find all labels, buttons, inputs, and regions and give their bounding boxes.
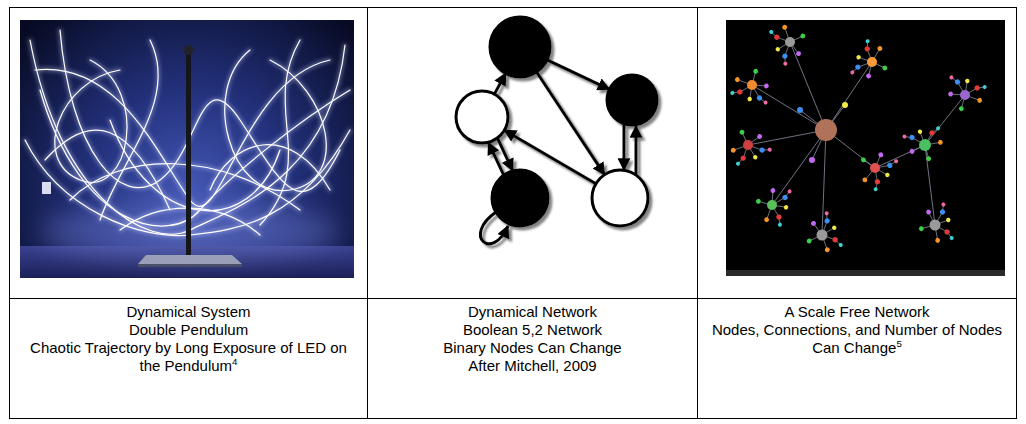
footnote-number: 4 bbox=[232, 356, 237, 367]
arrow bbox=[635, 126, 638, 175]
pendulum-pivot bbox=[184, 45, 194, 55]
leaf-cluster bbox=[897, 113, 949, 165]
pendulum-photo bbox=[20, 20, 354, 278]
table-border bbox=[9, 298, 1017, 299]
arrow bbox=[623, 125, 626, 170]
caption-text: Boolean 5,2 Network bbox=[463, 321, 602, 338]
arrow bbox=[547, 60, 609, 90]
table-border bbox=[697, 7, 698, 419]
caption-text: Binary Nodes Can Change bbox=[443, 339, 621, 356]
leaf-cluster bbox=[752, 181, 804, 233]
leaf-cluster bbox=[726, 65, 776, 117]
white-node bbox=[456, 91, 508, 143]
caption-line: Dynamical Network bbox=[376, 303, 689, 321]
table-border bbox=[367, 7, 368, 419]
caption-line: Binary Nodes Can Change bbox=[376, 339, 689, 357]
pendulum-base bbox=[138, 255, 242, 264]
arrow bbox=[537, 72, 605, 175]
leaf-cluster bbox=[915, 197, 967, 249]
footnote-number: 5 bbox=[896, 338, 901, 349]
boolean-network bbox=[456, 17, 657, 244]
caption-text: Dynamical System bbox=[126, 303, 250, 320]
image-ground bbox=[726, 20, 1005, 276]
caption-line: Dynamical System bbox=[18, 303, 359, 321]
caption-text: A Scale Free Network bbox=[784, 303, 929, 320]
leaf-cluster bbox=[760, 21, 808, 70]
table-border bbox=[9, 418, 1017, 419]
caption-cell: Dynamical NetworkBoolean 5,2 NetworkBina… bbox=[368, 299, 697, 418]
leaf-cluster bbox=[858, 150, 902, 193]
caption-line: Boolean 5,2 Network bbox=[376, 321, 689, 339]
caption-cell: A Scale Free NetworkNodes, Connections, … bbox=[698, 299, 1016, 418]
leaf-cluster bbox=[804, 208, 852, 257]
caption-cell: Dynamical SystemDouble PendulumChaotic T… bbox=[10, 299, 367, 418]
black-node bbox=[492, 170, 548, 226]
caption-text: Chaotic Trajectory by Long Exposure of L… bbox=[30, 339, 347, 374]
caption-text: After Mitchell, 2009 bbox=[468, 357, 596, 374]
white-node bbox=[592, 170, 648, 226]
pendulum-pole bbox=[186, 48, 191, 258]
caption-text: Double Pendulum bbox=[129, 321, 248, 338]
scale-free-image bbox=[726, 20, 1005, 276]
black-node bbox=[607, 75, 657, 125]
arrow bbox=[494, 73, 505, 94]
leaf-cluster bbox=[842, 35, 891, 83]
photo-ground bbox=[20, 20, 354, 278]
table-border bbox=[9, 7, 10, 419]
arrow bbox=[489, 143, 504, 175]
table-border bbox=[9, 7, 1017, 8]
image-bar bbox=[726, 270, 1005, 276]
wall-outlet bbox=[42, 182, 51, 194]
central-hub bbox=[815, 119, 837, 141]
caption-line: Nodes, Connections, and Number of Nodes … bbox=[706, 321, 1008, 357]
hub-nodes bbox=[743, 37, 970, 241]
base-edge bbox=[138, 264, 242, 267]
caption-line: Chaotic Trajectory by Long Exposure of L… bbox=[18, 339, 359, 375]
caption-line: A Scale Free Network bbox=[706, 303, 1008, 321]
leaf-cluster bbox=[941, 63, 993, 115]
caption-line: After Mitchell, 2009 bbox=[376, 357, 689, 375]
caption-line: Double Pendulum bbox=[18, 321, 359, 339]
network-circles bbox=[456, 17, 657, 226]
table-border bbox=[1016, 7, 1017, 419]
hub-links bbox=[748, 42, 965, 235]
caption-text: Dynamical Network bbox=[468, 303, 597, 320]
leaf-cluster bbox=[727, 127, 776, 175]
black-node bbox=[490, 17, 550, 77]
caption-text: Nodes, Connections, and Number of Nodes … bbox=[712, 321, 1002, 356]
